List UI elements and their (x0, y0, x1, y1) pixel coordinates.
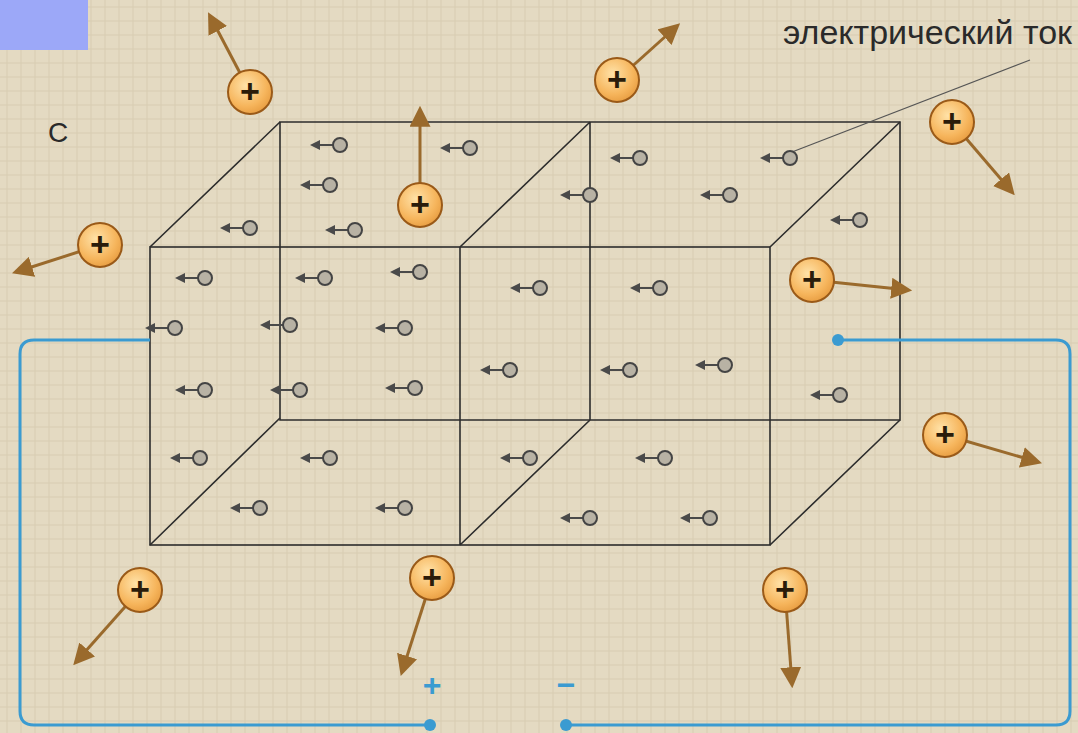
electron (562, 188, 597, 202)
electron (272, 383, 307, 397)
electron (387, 381, 422, 395)
positive-ion: + (594, 57, 640, 103)
ion-sign: + (942, 104, 962, 138)
electron (392, 265, 427, 279)
positive-ion: + (397, 182, 443, 228)
electron (177, 271, 212, 285)
leader-line (792, 60, 1030, 152)
electron (602, 363, 637, 377)
terminals (424, 334, 844, 731)
positive-ion: + (762, 567, 808, 613)
positive-ion: + (929, 99, 975, 145)
ion-sign: + (130, 572, 150, 606)
electron (222, 221, 257, 235)
corner-block (0, 0, 88, 50)
electron (762, 151, 797, 165)
terminal-sign: − (557, 668, 576, 703)
electrons (147, 138, 867, 525)
electron (612, 151, 647, 165)
crystal-lattice (150, 122, 900, 545)
electron (297, 271, 332, 285)
ion-sign: + (935, 417, 955, 451)
ion-sign: + (410, 187, 430, 221)
electron (812, 388, 847, 402)
electron (702, 188, 737, 202)
electron (327, 223, 362, 237)
ion-sign: + (802, 262, 822, 296)
electron (442, 141, 477, 155)
electron (502, 451, 537, 465)
positive-ion: + (117, 567, 163, 613)
ion-sign: + (90, 227, 110, 261)
electron (302, 178, 337, 192)
positive-ion: + (77, 222, 123, 268)
electron (172, 451, 207, 465)
electron (562, 511, 597, 525)
electron (147, 321, 182, 335)
electron (637, 451, 672, 465)
electron (232, 501, 267, 515)
electron (177, 383, 212, 397)
terminal-sign: + (423, 668, 442, 703)
ion-sign: + (240, 74, 260, 108)
positive-ion: + (227, 69, 273, 115)
figure-letter: С (48, 118, 68, 149)
electron (512, 281, 547, 295)
electron (377, 501, 412, 515)
electron (302, 451, 337, 465)
electron (632, 281, 667, 295)
electron (262, 318, 297, 332)
positive-ion: + (409, 555, 455, 601)
ion-sign: + (607, 62, 627, 96)
electron (482, 363, 517, 377)
electron (832, 213, 867, 227)
electron (682, 511, 717, 525)
ion-sign: + (422, 560, 442, 594)
electron (312, 138, 347, 152)
ion-arrows (16, 16, 1038, 684)
positive-ion: + (922, 412, 968, 458)
electron (377, 321, 412, 335)
positive-ion: + (789, 257, 835, 303)
current-label: электрический ток (783, 14, 1072, 51)
wires (20, 340, 1070, 725)
electron (697, 358, 732, 372)
ion-sign: + (775, 572, 795, 606)
